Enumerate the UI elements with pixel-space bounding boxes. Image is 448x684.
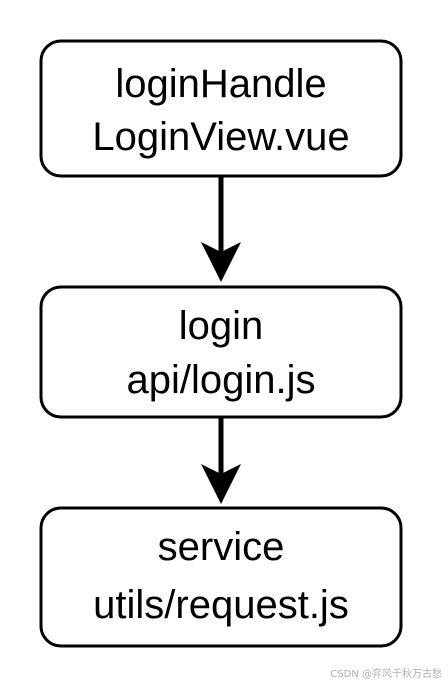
node-loginhandle: loginHandle LoginView.vue [39,39,403,178]
node-file: utils/request.js [93,583,349,627]
node-title: login [179,304,264,348]
node-file: LoginView.vue [92,115,349,159]
arrow-head-icon [201,242,241,282]
watermark: CSDN @弈风千秋万古愁 [330,669,442,680]
node-file: api/login.js [126,358,315,402]
arrow-login-to-service [201,417,241,504]
node-service: service utils/request.js [39,506,403,648]
node-title: loginHandle [115,62,326,106]
arrow-loginhandle-to-login [201,176,241,282]
node-box [39,506,403,648]
arrow-head-icon [201,464,241,504]
node-login: login api/login.js [39,285,403,419]
node-title: service [158,525,285,569]
